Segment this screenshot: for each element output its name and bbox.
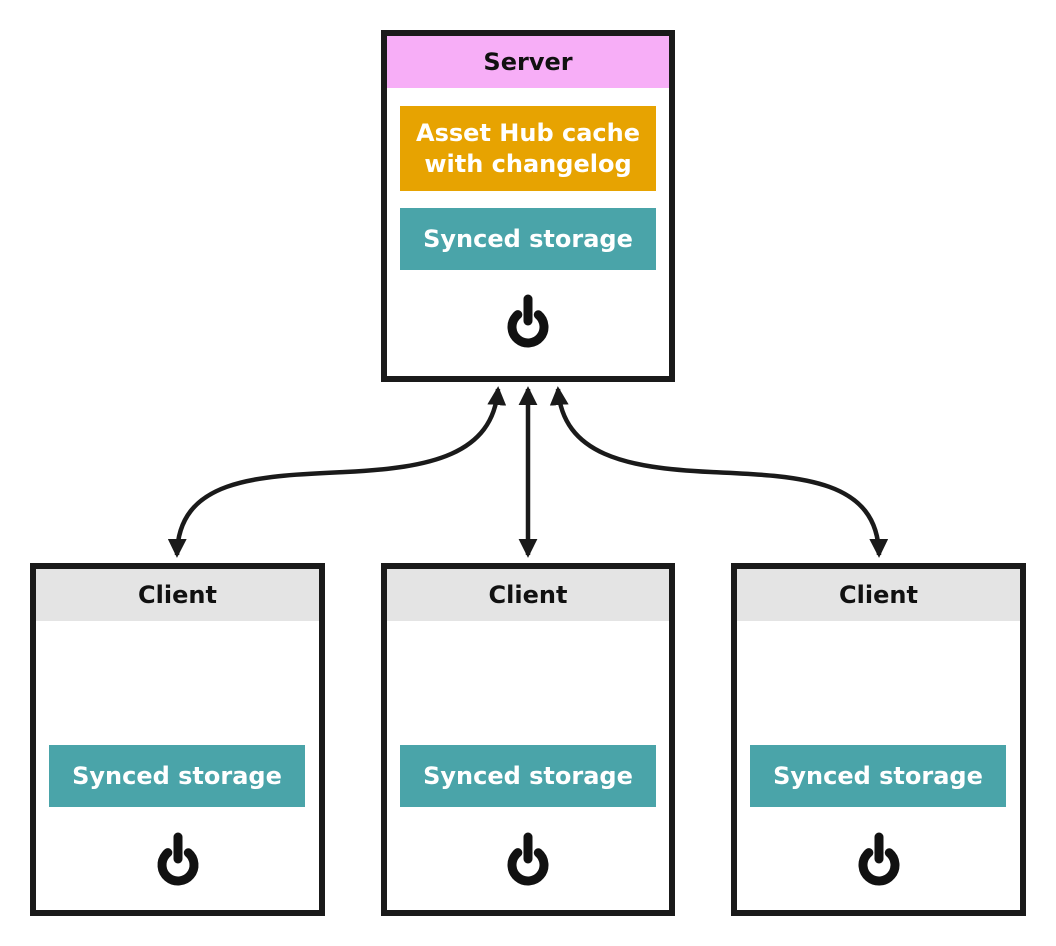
asset-hub-cache-block: Asset Hub cache with changelog xyxy=(400,106,656,191)
server-client3-arrow xyxy=(549,386,889,558)
client-title: Client xyxy=(737,569,1020,621)
synced-storage-block: Synced storage xyxy=(400,745,656,807)
synced-storage-block: Synced storage xyxy=(49,745,305,807)
power-icon xyxy=(36,832,319,888)
power-icon xyxy=(737,832,1020,888)
client-title: Client xyxy=(36,569,319,621)
synced-storage-block: Synced storage xyxy=(750,745,1006,807)
synced-storage-block: Synced storage xyxy=(400,208,656,270)
power-icon xyxy=(387,832,669,888)
server-title: Server xyxy=(387,36,669,88)
client-node: Client Synced storage xyxy=(381,563,675,916)
server-node: Server Asset Hub cache with changelog Sy… xyxy=(381,30,675,382)
client-title: Client xyxy=(387,569,669,621)
server-client1-arrow xyxy=(167,386,507,558)
power-icon xyxy=(387,294,669,350)
client-node: Client Synced storage xyxy=(30,563,325,916)
client-node: Client Synced storage xyxy=(731,563,1026,916)
